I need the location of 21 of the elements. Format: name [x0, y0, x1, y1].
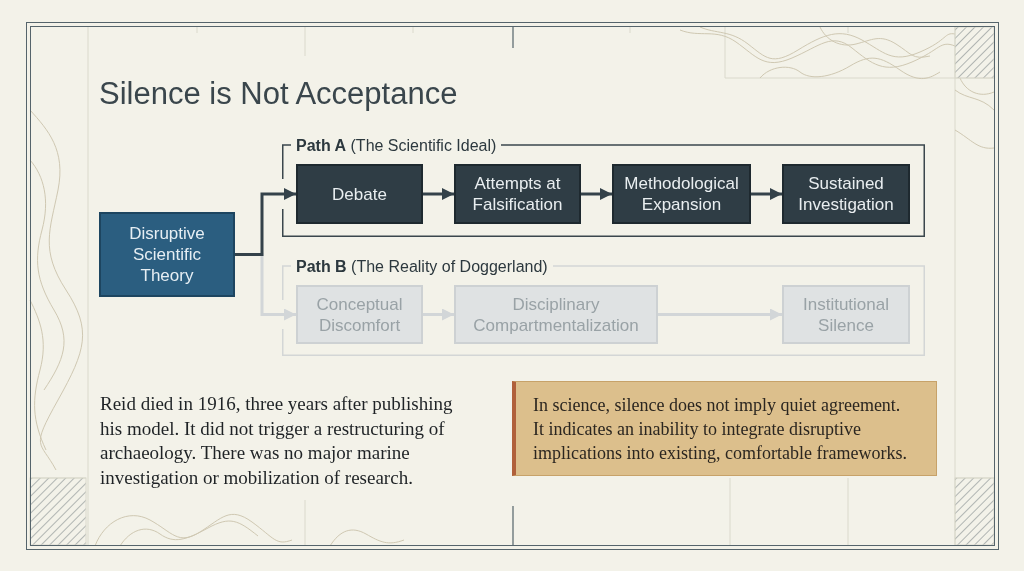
step-box: Attempts at Falsification [454, 164, 581, 224]
arrow [235, 188, 296, 256]
note-text: Reid died in 1916, three years after publishing his model. It did not trigger a restructuring of archaeology. There was no major marine investigation or mobilization of research. [100, 392, 454, 490]
quote-box: In science, silence does not imply quiet agreement. It indicates an inability to integrate disruptive implications into existing, comfortable frameworks. [512, 381, 937, 476]
arrow [423, 308, 454, 321]
group-frame [282, 137, 925, 237]
group-heading: Path A (The Scientific Ideal) [291, 137, 502, 155]
start-box: Disruptive Scientific Theory [99, 212, 235, 297]
step-box: Sustained Investigation [782, 164, 910, 224]
step-box: Methodological Expansion [612, 164, 751, 224]
faded-step-box: Conceptual Discomfort [296, 285, 423, 344]
faded-step-box: Disciplinary Compartmentalization [454, 285, 658, 344]
group-heading: Path B (The Reality of Doggerland) [291, 258, 553, 276]
arrow [423, 188, 454, 200]
arrow [751, 188, 782, 200]
step-box: Debate [296, 164, 423, 224]
faded-step-box: Institutional Silence [782, 285, 910, 344]
title: Silence is Not Acceptance [99, 75, 458, 113]
arrow [581, 188, 612, 200]
arrow [658, 308, 782, 321]
group-frame [282, 258, 925, 356]
